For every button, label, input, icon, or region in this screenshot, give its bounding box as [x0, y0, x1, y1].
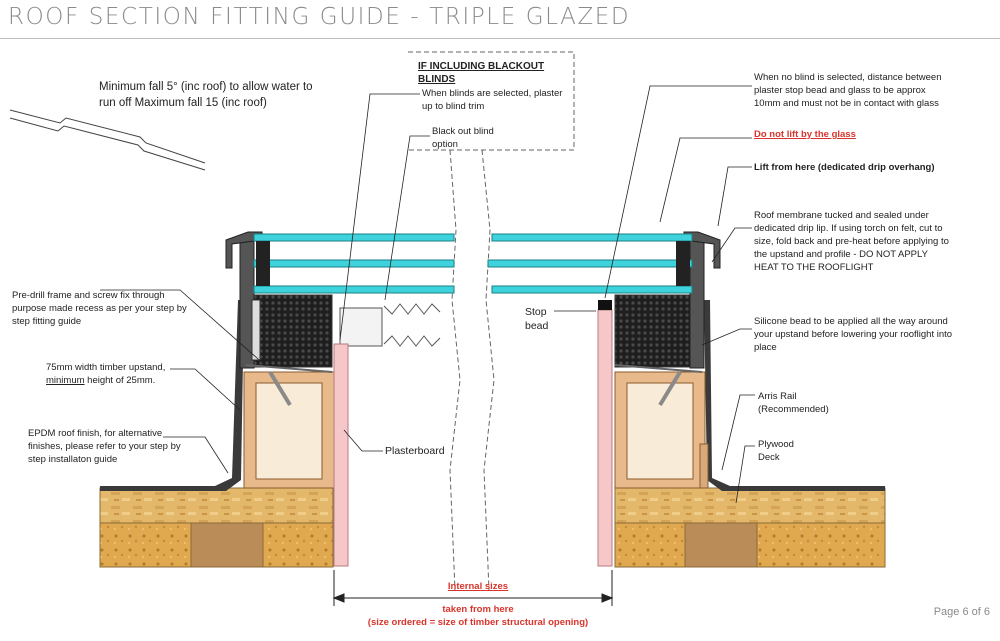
blackout-heading: IF INCLUDING BLACKOUT BLINDS — [418, 61, 545, 85]
page-number: Page 6 of 6 — [933, 606, 990, 618]
blind-option-label: Black out blind option — [432, 126, 494, 150]
timber-upstand-right — [614, 370, 709, 489]
taken-from-here-label: taken from here — [442, 604, 514, 615]
rooflight-frame-left — [225, 231, 333, 373]
silicone-note: Silicone bead to be applied all the way … — [754, 316, 953, 353]
plasterboard-right — [597, 309, 613, 567]
predrill-note: Pre-drill frame and screw fix through pu… — [12, 290, 187, 327]
plywood-deck-right — [614, 487, 886, 568]
upstand-note: 75mm width timber upstand, minimum heigh… — [46, 362, 166, 386]
arris-rail-label: Arris Rail (Recommended) — [758, 391, 829, 415]
title-rule — [0, 38, 1000, 39]
triple-glazing-left — [253, 233, 455, 294]
epdm-note: EPDM roof finish, for alternative finish… — [28, 428, 181, 465]
lift-from-here-label: Lift from here (dedicated drip overhang) — [754, 162, 935, 173]
size-ordered-note: (size ordered = size of timber structura… — [367, 617, 589, 628]
plasterboard-left — [333, 343, 349, 567]
plasterboard-label: Plasterboard — [385, 445, 445, 457]
blind-option-box — [408, 51, 575, 151]
do-not-lift-warning: Do not lift by the glass — [754, 129, 856, 140]
membrane-note: Roof membrane tucked and sealed under de… — [754, 210, 949, 273]
blackout-blind — [339, 303, 441, 347]
leader-lines — [100, 85, 755, 504]
plywood-deck-left — [99, 487, 334, 568]
blinds-note: When blinds are selected, plaster up to … — [422, 88, 563, 112]
stop-bead-label: Stop bead — [525, 306, 549, 332]
roof-slope-illustration — [9, 109, 206, 171]
stop-bead-mark — [598, 300, 612, 310]
plywood-deck-label: Plywood Deck — [758, 439, 794, 463]
internal-sizes-label: Internal sizes — [447, 581, 509, 592]
triple-glazing-right — [487, 233, 693, 294]
break-lines — [449, 149, 495, 591]
rooflight-frame-right — [614, 231, 721, 373]
fall-note: Minimum fall 5° (inc roof) to allow wate… — [99, 81, 313, 109]
internal-size-dimension — [332, 570, 614, 606]
page-title: ROOF SECTION FITTING GUIDE - TRIPLE GLAZ… — [8, 4, 631, 30]
no-blind-note: When no blind is selected, distance betw… — [754, 72, 942, 109]
timber-upstand-left — [243, 370, 335, 489]
